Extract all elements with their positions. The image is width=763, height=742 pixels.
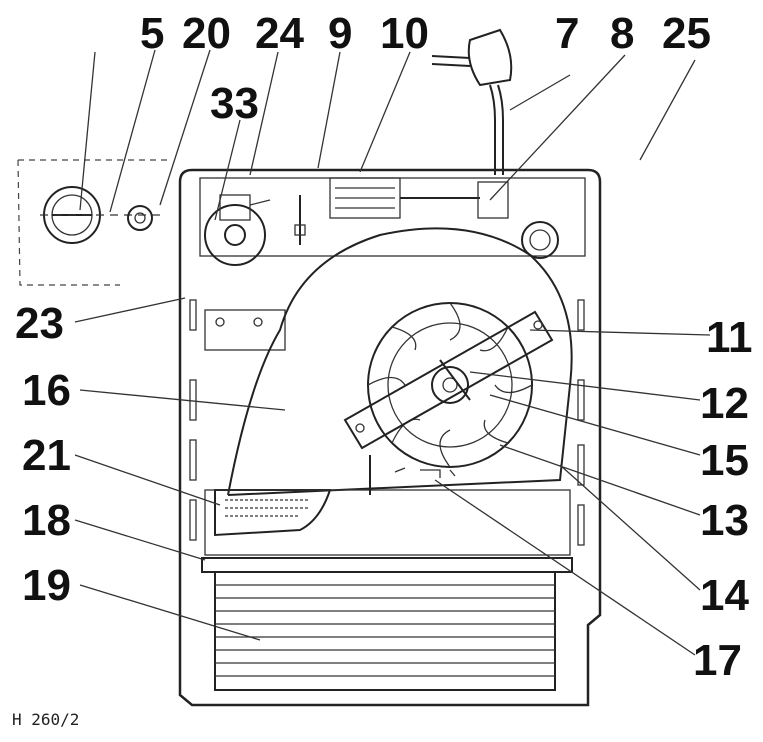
label-11: 11 <box>706 313 753 362</box>
heating-element-rail <box>204 455 571 556</box>
label-14: 14 <box>700 571 749 620</box>
label-24: 24 <box>255 9 304 58</box>
label-20: 20 <box>182 9 231 58</box>
label-8: 8 <box>610 9 634 58</box>
label-13: 13 <box>700 496 749 545</box>
label-9: 9 <box>328 9 352 58</box>
heater-housing <box>178 168 602 707</box>
leader-lines <box>74 49 711 656</box>
label-5: 5 <box>140 9 164 58</box>
thermostat-mechanism <box>204 194 306 351</box>
label-25: 25 <box>662 9 711 58</box>
label-10: 10 <box>380 9 429 58</box>
label-12: 12 <box>700 379 749 428</box>
rating-plate <box>214 489 332 537</box>
label-16: 16 <box>22 366 71 415</box>
terminal-block <box>329 177 559 259</box>
label-18: 18 <box>22 496 71 545</box>
label-17: 17 <box>693 636 742 685</box>
label-19: 19 <box>22 561 71 610</box>
fan-scroll-housing <box>227 227 573 496</box>
label-7: 7 <box>555 9 579 58</box>
control-knob-inset <box>17 159 170 286</box>
fan-wheel <box>343 302 554 468</box>
drawing-code: H 260/2 <box>12 710 79 729</box>
label-21: 21 <box>22 431 71 480</box>
power-cord-plug <box>431 28 513 175</box>
outlet-grille <box>201 557 573 691</box>
label-15: 15 <box>700 436 749 485</box>
label-23: 23 <box>15 299 64 348</box>
part-number-labels: 5 20 24 9 10 7 8 25 33 23 11 16 12 21 15… <box>15 9 753 685</box>
label-33: 33 <box>210 79 259 128</box>
